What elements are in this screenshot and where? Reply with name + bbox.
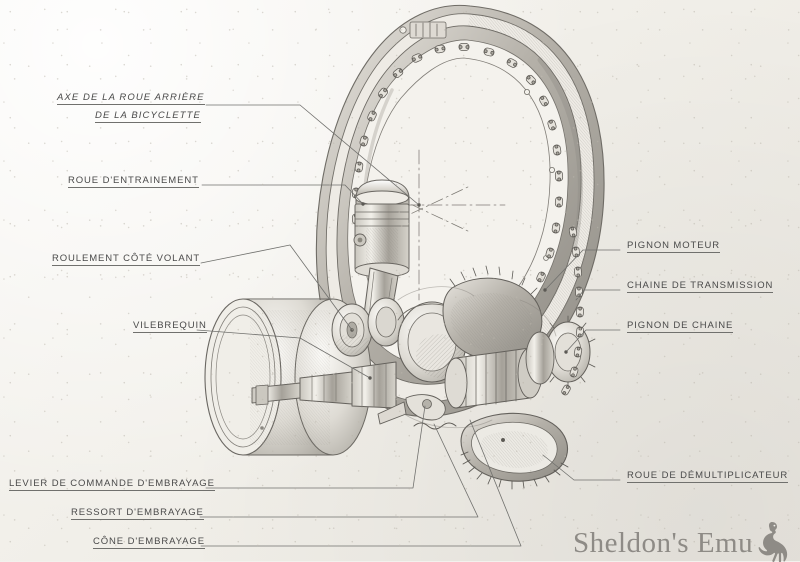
label-pignon-moteur: PIGNON MOTEUR	[627, 240, 720, 253]
label-roue-demultiplicateur: ROUE DE DÉMULTIPLICATEUR	[627, 470, 789, 483]
label-levier-commande-embrayage: LEVIER DE COMMANDE D'EMBRAYAGE	[9, 478, 215, 491]
label-ressort-embrayage: RESSORT D'EMBRAYAGE	[71, 507, 204, 520]
label-chaine-transmission: CHAINE DE TRANSMISSION	[627, 280, 774, 293]
label-pignon-chaine: PIGNON DE CHAINE	[627, 320, 734, 333]
label-axe-roue-arriere-line2: DE LA BICYCLETTE	[95, 110, 201, 123]
reduction-wheel	[460, 412, 569, 490]
watermark: Sheldon's Emu	[573, 518, 791, 562]
emu-silhouette-icon	[758, 522, 788, 562]
watermark-text: Sheldon's Emu	[573, 527, 754, 559]
label-cone-embrayage: CÔNE D'EMBRAYAGE	[93, 536, 205, 549]
label-roulement-cote-volant: ROULEMENT CÔTÉ VOLANT	[52, 253, 201, 266]
label-roue-entrainement: ROUE D'ENTRAINEMENT	[68, 175, 199, 188]
label-vilebrequin: VILEBREQUIN	[133, 320, 207, 333]
label-axe-roue-arriere-line1: AXE DE LA ROUE ARRIÈRE	[57, 92, 205, 105]
